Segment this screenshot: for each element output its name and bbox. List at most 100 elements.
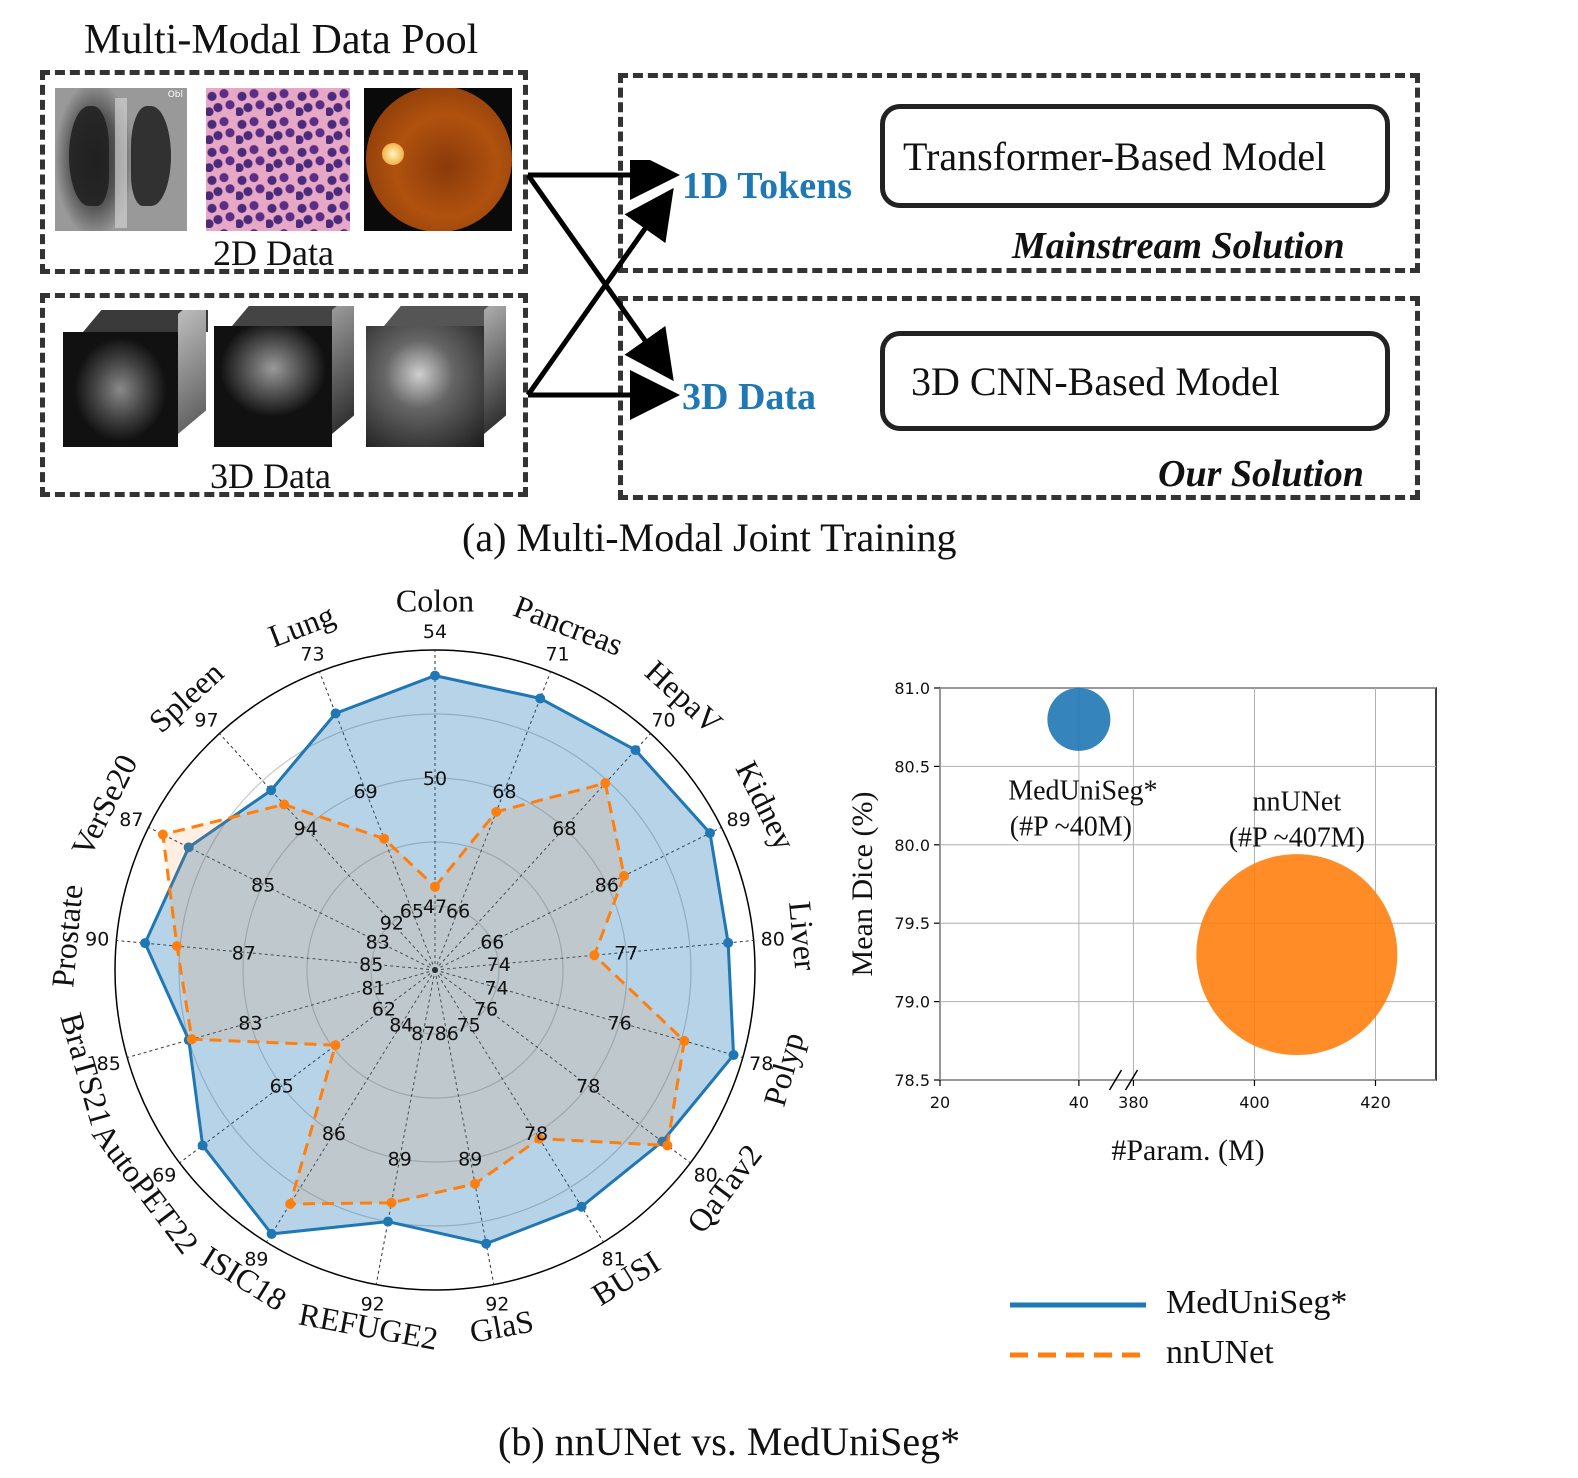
radar-point-nnunet-kidney — [619, 870, 630, 881]
scatter-sublabel-nnunet: (#P ~407M) — [1229, 823, 1365, 854]
radar-point-meduniseg-pancreas — [535, 693, 546, 704]
legend-label-medgeneseg: MedUniSeg* — [1166, 1284, 1348, 1321]
radar-point-nnunet-spleen — [279, 799, 290, 810]
radar-point-nnunet-autopet22 — [330, 1040, 341, 1051]
radar-tick-label: 80 — [694, 1164, 718, 1186]
arrow-3d-to-tokens — [525, 187, 674, 397]
mri-front — [214, 326, 332, 447]
radar-point-meduniseg-prostate — [140, 938, 151, 949]
scatter-label-medgeneseg: MedUniSeg* — [1008, 775, 1157, 806]
radar-tick-label: 69 — [354, 781, 378, 803]
radar-series-nnunet — [161, 781, 686, 1206]
radar-tick-label: 77 — [614, 942, 638, 964]
data-flow-arrows — [525, 160, 680, 420]
radar-axis-label-liver: Liver — [782, 900, 824, 973]
radar-point-nnunet-busi — [534, 1133, 545, 1144]
radar-tick-label: 70 — [651, 709, 675, 731]
radar-spoke-qatav2 — [434, 969, 691, 1164]
scatter-xtick-label: 40 — [1069, 1093, 1089, 1112]
scatter-sublabel-medgeneseg: (#P ~40M) — [1010, 811, 1132, 842]
legend-line-nnunet — [1010, 1352, 1146, 1358]
radar-grid-ring-4 — [178, 713, 692, 1227]
radar-tick-label: 68 — [492, 781, 516, 803]
radar-tick-label: 83 — [238, 1013, 262, 1035]
legend-label-nnunet: nnUNet — [1166, 1334, 1274, 1371]
pet-side — [484, 306, 506, 434]
scatter-axis-break-2 — [1124, 1069, 1139, 1091]
box-2d-data — [40, 70, 528, 274]
radar-tick-label: 78 — [524, 1123, 548, 1145]
radar-tick-label: 94 — [294, 818, 318, 840]
radar-tick-label: 74 — [484, 978, 508, 1000]
radar-tick-label: 75 — [457, 1014, 481, 1036]
our-solution-label: Our Solution — [1158, 453, 1364, 495]
radar-spoke-refuge2 — [375, 969, 436, 1285]
radar-tick-label: 65 — [270, 1076, 294, 1098]
radar-spoke-pancreas — [434, 671, 552, 971]
radar-tick-label: 73 — [300, 644, 324, 666]
radar-tick-label: 86 — [595, 874, 619, 896]
radar-grid-ring-1 — [370, 905, 500, 1035]
radar-axis-label-verse20: VerSe20 — [64, 749, 145, 862]
radar-spoke-spleen — [219, 733, 436, 971]
radar-spoke-isic18 — [266, 969, 436, 1243]
box-our-solution — [618, 296, 1420, 500]
radar-spoke-kidney — [434, 826, 722, 971]
radar-spoke-busi — [434, 969, 604, 1243]
radar-spoke-brats21 — [127, 969, 436, 1059]
scatter-ylabel: Mean Dice (%) — [846, 792, 879, 977]
caption-a: (a) Multi-Modal Joint Training — [462, 515, 957, 560]
scatter-ytick-label: 81.0 — [894, 679, 930, 698]
radar-tick-label: 78 — [749, 1053, 773, 1075]
radar-tick-label: 89 — [388, 1149, 412, 1171]
radar-spoke-prostate — [116, 939, 436, 971]
scatter-ytick-label: 80.5 — [894, 757, 930, 776]
radar-point-meduniseg-polyp — [728, 1049, 739, 1060]
scatter-bubble-nnunet — [1196, 854, 1398, 1056]
radar-point-meduniseg-busi — [576, 1201, 587, 1212]
radar-point-meduniseg-glas — [481, 1238, 492, 1249]
radar-tick-label: 92 — [485, 1293, 509, 1315]
radar-point-nnunet-hepav — [600, 778, 611, 789]
radar-tick-label: 47 — [423, 896, 447, 918]
radar-tick-label: 89 — [458, 1149, 482, 1171]
scatter-ytick-label: 78.5 — [894, 1071, 930, 1090]
ct-volume-image — [63, 310, 208, 447]
radar-tick-label: 66 — [446, 900, 470, 922]
radar-tick-label: 97 — [194, 709, 218, 731]
scatter-axis-break-1 — [1108, 1069, 1123, 1091]
radar-point-meduniseg-liver — [723, 937, 734, 948]
radar-tick-label: 80 — [761, 929, 785, 951]
optic-disc — [382, 143, 404, 165]
radar-tick-label: 92 — [380, 913, 404, 935]
radar-point-meduniseg-isic18 — [266, 1228, 277, 1239]
xray-spine — [115, 98, 127, 228]
scatter-bubble-meduniseg — [1047, 687, 1111, 751]
radar-axis-label-busi: BUSI — [585, 1244, 666, 1313]
radar-tick-label: 78 — [576, 1076, 600, 1098]
radar-point-nnunet-polyp — [679, 1035, 690, 1046]
tokens-label: 1D Tokens — [682, 165, 853, 207]
radar-point-nnunet-isic18 — [285, 1198, 296, 1209]
radar-point-nnunet-qatav2 — [662, 1140, 673, 1151]
radar-tick-label: 81 — [361, 978, 385, 1000]
radar-tick-label: 81 — [601, 1248, 625, 1270]
radar-point-meduniseg-lung — [330, 708, 341, 719]
radar-tick-label: 92 — [361, 1293, 385, 1315]
radar-tick-label: 76 — [608, 1013, 632, 1035]
radar-point-nnunet-pancreas — [491, 806, 502, 817]
radar-tick-label: 89 — [727, 809, 751, 831]
radar-tick-label: 89 — [244, 1248, 268, 1270]
pet-front — [366, 326, 484, 447]
transformer-model-box: Transformer-Based Model — [880, 104, 1390, 208]
radar-point-nnunet-brats21 — [186, 1034, 197, 1045]
arrow-2d-to-3d — [525, 173, 674, 382]
radar-spoke-lung — [318, 671, 436, 971]
radar-tick-label: 90 — [85, 929, 109, 951]
mainstream-solution-label: Mainstream Solution — [1012, 225, 1345, 267]
radar-axis-label-kidney: Kidney — [729, 755, 803, 855]
radar-tick-label: 54 — [423, 621, 447, 643]
radar-tick-label: 50 — [423, 768, 447, 790]
ct-front — [63, 332, 178, 447]
